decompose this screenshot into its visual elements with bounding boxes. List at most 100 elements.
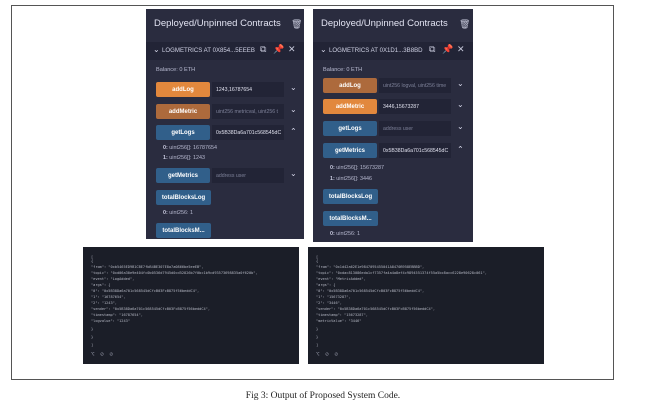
total-blocks-metric-button[interactable]: totalBlocksM... [156,223,211,238]
log-line: ] [316,343,319,347]
total-blocks-metric-button[interactable]: totalBlocksM... [323,211,378,226]
event-log-console-right: [ { "from": "0x1d42a62E1e9847095455041A8… [308,247,544,364]
log-line: "logvalue": "1243" [91,319,130,323]
log-line: "2": "1243", [91,301,117,305]
get-logs-button[interactable]: getLogs [156,125,210,140]
output-value: uint256[]: 3446 [336,176,372,182]
add-metric-button[interactable]: addMetric [156,104,210,119]
output-value: uint256[]: 15673287 [336,165,384,171]
get-logs-input[interactable]: 0x5B38Da6a701c568545dC [212,125,284,140]
get-metrics-output-0: 0: uint256[]: 15673287 [330,165,384,171]
console-toolbar-icons[interactable]: ⌥ ⊘ ⊘ [316,351,340,358]
trash-icon[interactable]: 🗑 [291,19,303,29]
log-line: "1": "15673287", [316,295,351,299]
get-logs-output-0: 0: uint256[]: 16787654 [163,145,217,151]
log-line: "timestamp": "15673287", [316,313,368,317]
log-line: } [91,335,94,339]
deployed-contracts-panel-left: Deployed/Unpinned Contracts 🗑 ⌄ LOGMETRI… [146,9,304,239]
chevron-down-icon[interactable]: ⌄ [290,83,297,92]
contract-instance-header[interactable]: ⌄ LOGMETRICS AT 0X854...5EEEB (I ⧉ 📌 ✕ [146,42,304,60]
chevron-up-icon[interactable]: ⌄ [290,126,297,135]
add-metric-button[interactable]: addMetric [323,99,377,114]
log-line: } [91,327,94,331]
log-line: ] [91,343,94,347]
output-value: uint256[]: 16787654 [169,145,217,151]
log-line: "from": "0x1d42a62E1e9847095455041A8470B… [316,265,425,269]
log-line: "event": "LogAdded", [91,277,135,281]
get-logs-button[interactable]: getLogs [323,121,377,136]
output-value: uint256: 1 [169,210,193,216]
chevron-down-icon[interactable]: ⌄ [457,122,464,131]
figure-caption: Fig 3: Output of Proposed System Code. [245,391,401,401]
chevron-down-icon[interactable]: ⌄ [153,45,160,54]
chevron-down-icon[interactable]: ⌄ [290,105,297,114]
get-metrics-button[interactable]: getMetrics [323,143,377,158]
balance-label: Balance: 0 ETH [156,67,196,73]
get-logs-input[interactable]: address user [379,121,451,136]
panel-title: Deployed/Unpinned Contracts [154,18,281,29]
deployed-contracts-panel-right: Deployed/Unpinned Contracts 🗑 ⌄ LOGMETRI… [313,9,473,242]
log-line: "sender": "0x5B38Da6a701c568545dCfcB03Fc… [316,307,435,311]
copy-icon[interactable]: ⧉ [429,44,436,54]
balance-label: Balance: 0 ETH [323,67,363,73]
trash-icon[interactable]: 🗑 [459,19,471,29]
pin-icon[interactable]: 📌 [442,44,454,54]
log-line: "timestamp": "16787654", [91,313,143,317]
get-metrics-input[interactable]: address user [212,168,284,183]
add-log-input[interactable]: uint256 logval, uint256 time [379,78,451,93]
pin-icon[interactable]: 📌 [273,44,285,54]
add-metric-input[interactable]: uint256 metricval, uint256 t [212,104,284,119]
log-line: "2": "3446", [316,301,342,305]
total-blocks-log-output: 0: uint256: 1 [163,210,193,216]
output-key: 0: [330,231,335,237]
get-logs-output-1: 1: uint256[]: 1243 [163,155,205,161]
log-line: "event": "MetricAdded", [316,277,366,281]
get-metrics-output-1: 1: uint256[]: 3446 [330,176,372,182]
total-blocks-log-button[interactable]: totalBlocksLog [156,190,211,205]
log-line: "args": { [91,283,111,287]
log-line: "1": "16787654", [91,295,126,299]
log-line: { [316,259,319,263]
get-metrics-button[interactable]: getMetrics [156,168,210,183]
chevron-down-icon[interactable]: ⌄ [457,79,464,88]
log-line: "args": { [316,283,336,287]
event-log-console-left: [ { "from": "0xb5465ED9B1CBE7fbB4BE307E8… [83,247,299,364]
log-line: [ [91,255,94,259]
log-line: "topic": "0xdac813086eda1cf7357fa4a4a8ef… [316,271,487,275]
log-line: } [316,335,319,339]
add-log-button[interactable]: addLog [156,82,210,97]
log-line: { [91,259,94,263]
add-log-button[interactable]: addLog [323,78,377,93]
contract-name: LOGMETRICS AT 0X854...5EEEB (I [162,47,257,54]
chevron-down-icon[interactable]: ⌄ [320,45,327,54]
output-key: 0: [163,145,168,151]
output-value: uint256: 1 [336,231,360,237]
log-line: "0": "0x5B38Da6a701c568545dCfcB03FcB875f… [316,289,425,293]
get-metrics-input[interactable]: 0x5B38Da6a701c568545dC [379,143,451,158]
panel-title: Deployed/Unpinned Contracts [321,18,448,29]
log-line: "from": "0xb5465ED9B1CBE7fbB4BE307E8a7a0… [91,265,204,269]
add-log-input[interactable]: 1243,16787654 [212,82,284,97]
output-key: 1: [330,176,335,182]
contract-instance-header[interactable]: ⌄ LOGMETRICS AT 0X1D1...3B8BD ( ⧉ 📌 ✕ [313,42,473,60]
copy-icon[interactable]: ⧉ [260,44,267,54]
output-key: 1: [163,155,168,161]
log-line: "topic": "0xd06a30e9e404fc0b0536d7945d0c… [91,271,258,275]
output-key: 0: [163,210,168,216]
log-line: "sender": "0x5B38Da6a701c568545dCfcB03Fc… [91,307,210,311]
log-line: } [316,327,319,331]
log-line: "metricValue": "3446" [316,319,362,323]
total-blocks-log-button[interactable]: totalBlocksLog [323,189,378,204]
add-metric-input[interactable]: 3446,15673287 [379,99,451,114]
console-toolbar-icons[interactable]: ⌥ ⊘ ⊘ [91,351,115,358]
output-key: 0: [330,165,335,171]
close-icon[interactable]: ✕ [288,44,296,54]
close-icon[interactable]: ✕ [457,44,465,54]
output-value: uint256[]: 1243 [169,155,205,161]
total-blocks-metric-output: 0: uint256: 1 [330,231,360,237]
log-line: [ [316,255,319,259]
log-line: "0": "0x5B38Da6a701c568545dCfcB03FcB875f… [91,289,200,293]
chevron-up-icon[interactable]: ⌄ [457,144,464,153]
chevron-down-icon[interactable]: ⌄ [290,169,297,178]
chevron-down-icon[interactable]: ⌄ [457,100,464,109]
